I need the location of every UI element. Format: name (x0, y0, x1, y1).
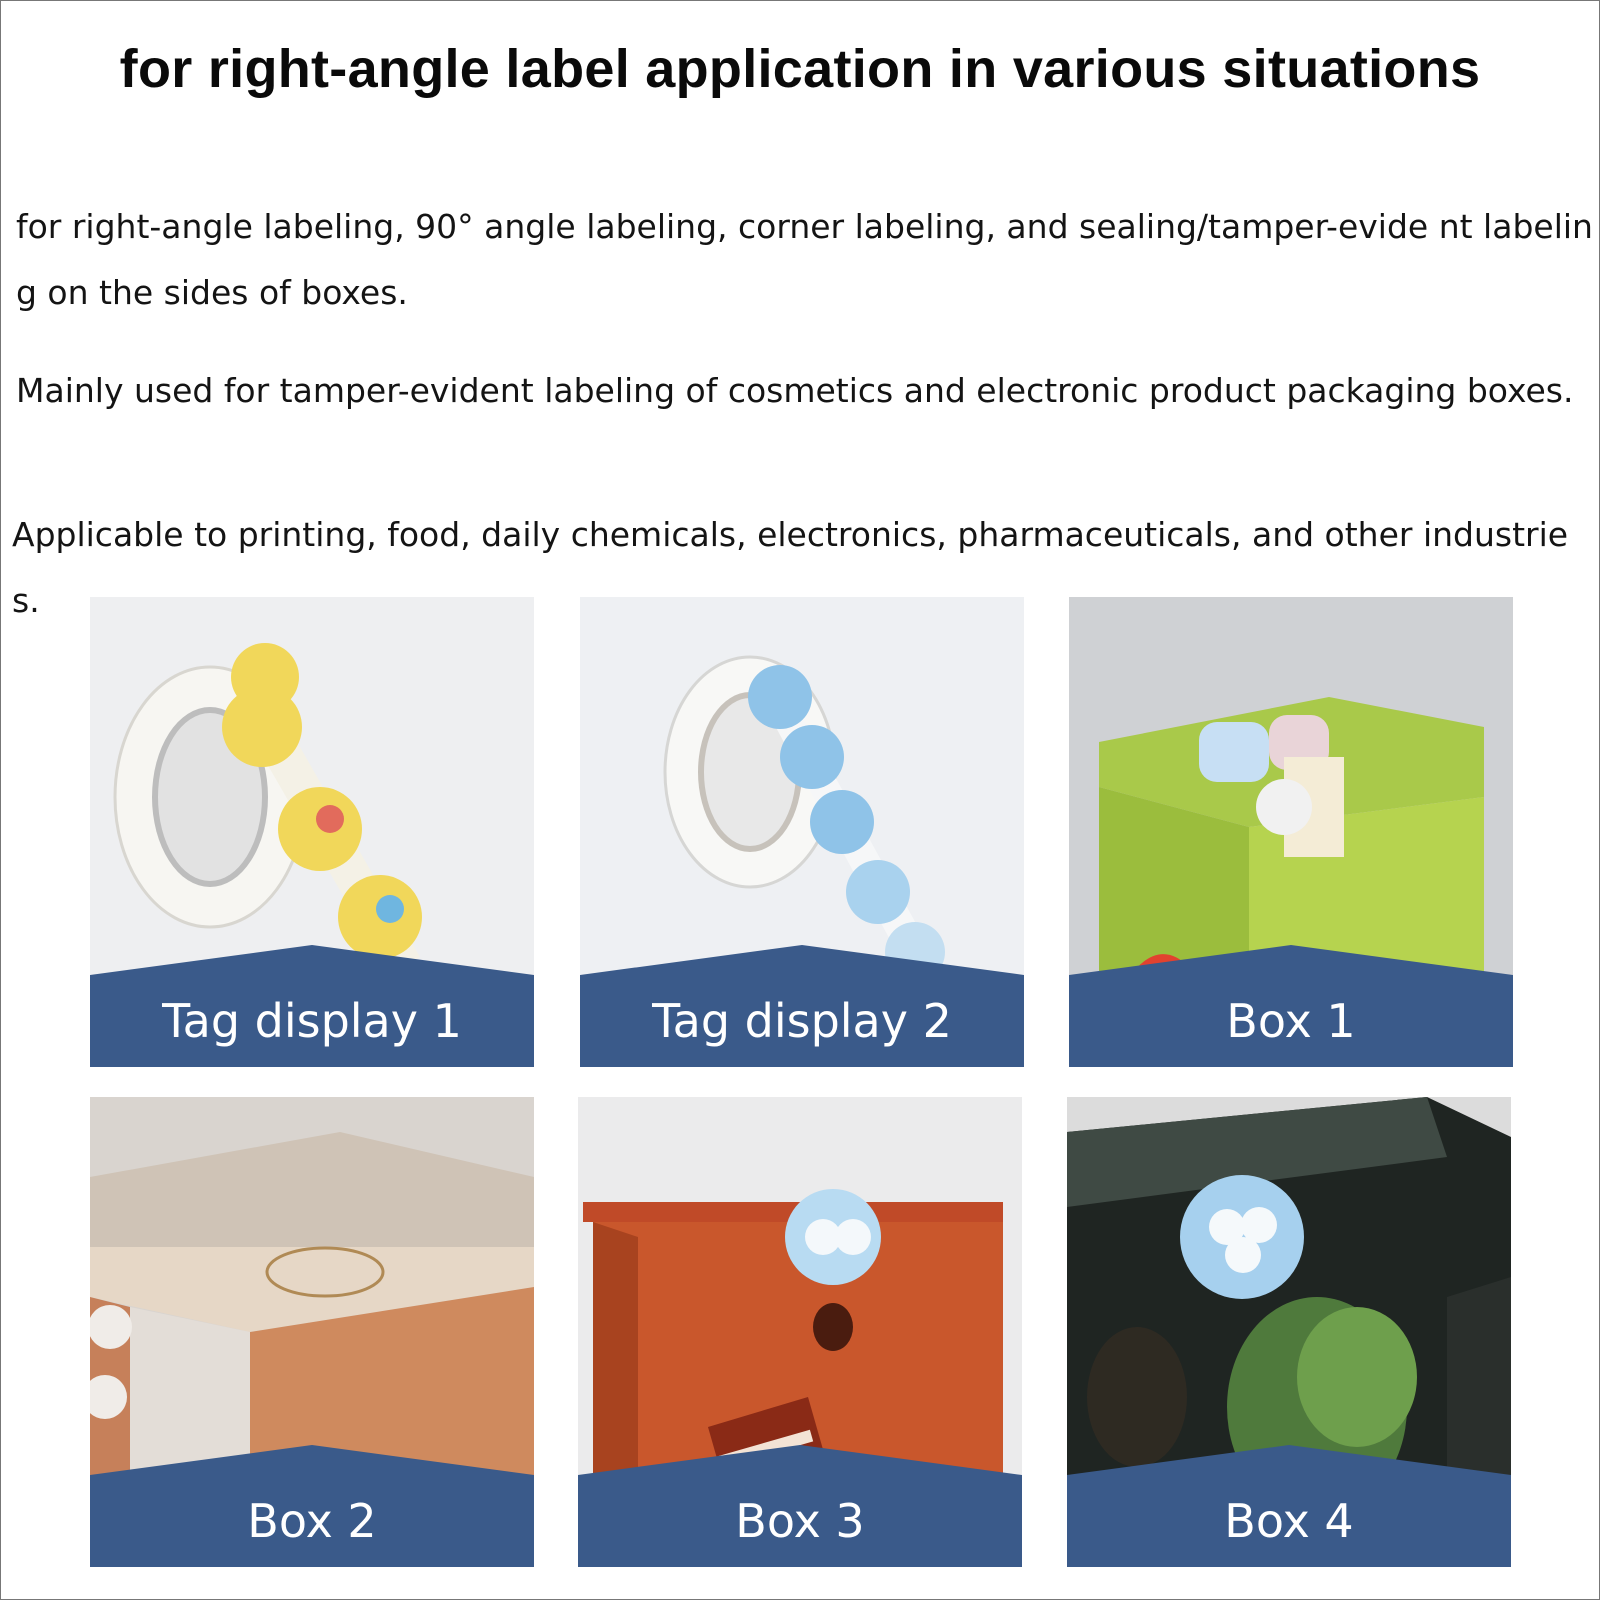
description-paragraph-2: Mainly used for tamper-evident labeling … (16, 371, 1574, 410)
gallery-tile-box-1: Box 1 (1069, 597, 1513, 1067)
caption-banner (90, 945, 534, 1067)
caption-label: Tag display 2 (652, 994, 952, 1048)
gallery-tile-box-2: Box 2 (90, 1097, 534, 1567)
caption-banner (578, 1445, 1022, 1567)
caption-banner (90, 1445, 534, 1567)
caption-label: Box 3 (735, 1494, 865, 1548)
page-title: for right-angle label application in var… (119, 39, 1481, 99)
caption-label: Box 2 (247, 1494, 377, 1548)
caption-banner (1067, 1445, 1511, 1567)
gallery-tile-box-3: Box 3 (578, 1097, 1022, 1567)
gallery-tile-box-4: Box 4 (1067, 1097, 1511, 1567)
caption-label: Box 1 (1226, 994, 1356, 1048)
gallery-tile-tag-display-2: Tag display 2 (580, 597, 1024, 1067)
gallery-tile-tag-display-1: Tag display 1 (90, 597, 534, 1067)
caption-banner (1069, 945, 1513, 1067)
caption-label: Tag display 1 (162, 994, 462, 1048)
caption-label: Box 4 (1224, 1494, 1354, 1548)
caption-banner (580, 945, 1024, 1067)
description-paragraph-3: Applicable to printing, food, daily chem… (12, 515, 1569, 620)
description-paragraph-1: for right-angle labeling, 90° angle labe… (16, 207, 1593, 312)
